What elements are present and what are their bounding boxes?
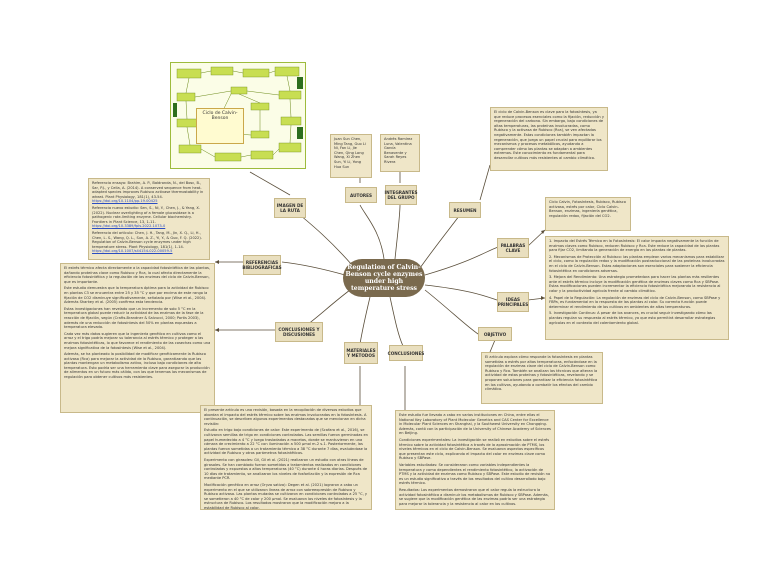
conclusiones-paragraph: Variables estudiadas: Se consideraron co… <box>399 462 551 486</box>
reference-item: Referencia del artículo: Chen, J. H., Ta… <box>92 230 202 254</box>
central-topic-node[interactable]: Regulation of Calvin-Benson cycle enzyme… <box>343 259 425 297</box>
node-ideas-principales[interactable]: IDEAS PRINCIPALES <box>497 292 529 312</box>
integrantes-text: Andrés Ramírez Luna, Valentina García Be… <box>384 137 413 164</box>
palabras-clave-box: Ciclo Calvin, Fotosíntesis, Rubisco, Rub… <box>545 197 631 231</box>
calvin-cycle-figure <box>170 62 306 169</box>
reference-link[interactable]: https://doi.org/10.1007/s44154-022-00059… <box>92 249 173 254</box>
conclusiones-paragraph: Este estudio fue llevado a cabo en varia… <box>399 413 551 436</box>
materiales-paragraph: Modificación genética en arroz (Oryza sa… <box>204 482 368 510</box>
ideas-principales-box: 1. Impacto del Estrés Térmico en la Foto… <box>545 236 729 340</box>
line-resumen <box>419 211 463 269</box>
idea-item: 3. Mejora del Rendimiento: Una estrategi… <box>549 275 721 293</box>
node-integrantes[interactable]: INTEGRANTES DEL GRUPO <box>385 185 417 205</box>
node-materiales-metodos[interactable]: MATERIALES Y METODOS <box>344 342 378 364</box>
reference-link[interactable]: https://doi.org/10.1104/pp.19.00425 <box>92 199 158 204</box>
objetivo-box: El artículo explora cómo responde la fot… <box>481 352 603 404</box>
conclusiones-paragraph: Resultados: Los experimentos demostraron… <box>399 487 549 506</box>
conc-disc-paragraph: El estrés térmico afecta directamente a … <box>64 266 211 284</box>
figure-title: Ciclo de Calvin-Benson <box>196 108 244 144</box>
line-palabras <box>424 246 499 276</box>
materiales-metodos-box: El presente artículo es una revisión, ba… <box>200 405 372 510</box>
conc-disc-paragraph: Cada vez más datos sugieren que la ingen… <box>64 331 211 350</box>
conclusiones-discusiones-box: El estrés térmico afecta directamente a … <box>60 263 215 413</box>
palabras-clave-text: Ciclo Calvin, Fotosíntesis, Rubisco, Rub… <box>549 200 626 218</box>
node-resumen[interactable]: RESUMEN <box>449 202 481 218</box>
line-autores <box>359 204 385 260</box>
referencias-box: Referencia ensayo: Brahim, A. P., Baldro… <box>88 178 210 260</box>
line-referencias <box>281 261 346 276</box>
node-imagen-ruta[interactable]: IMAGEN DE LA RUTA <box>274 198 306 218</box>
resumen-text: El ciclo de Calvin-Benson es clave para … <box>494 110 604 160</box>
conclusiones-paragraph: Condiciones experimentales: La investiga… <box>399 437 550 461</box>
line-conclusiones <box>389 296 404 347</box>
reference-link[interactable]: https://doi.org/10.3389/fpls.2022.1073-0 <box>92 224 166 229</box>
node-palabras-clave[interactable]: PALABRAS CLAVE <box>497 238 529 258</box>
line-materiales <box>359 296 371 345</box>
idea-item: 4. Papel de la Regulación: La regulación… <box>549 295 721 309</box>
reference-item: Referencia nuevo estudio: Sen, S., Ni, Y… <box>92 205 201 229</box>
line-integrantes <box>394 204 401 260</box>
materiales-paragraph: Experimento con girasoles: Gil, Gil et a… <box>204 457 368 481</box>
node-conclusiones-discusiones[interactable]: CONCLUSIONES Y DISCUSIONES <box>275 322 323 342</box>
conc-disc-paragraph: Este estudio demuestra que la temperatur… <box>64 286 209 305</box>
resumen-box: El ciclo de Calvin-Benson es clave para … <box>490 107 608 171</box>
reference-item: Referencia ensayo: Brahim, A. P., Baldro… <box>92 181 204 204</box>
node-referencias[interactable]: REFERENCIAS BIBLIOGRAFICAS <box>242 255 282 275</box>
conclusiones-box: Este estudio fue llevado a cabo en varia… <box>395 410 555 510</box>
objetivo-text: El artículo explora cómo responde la fot… <box>485 355 598 392</box>
integrantes-box: Andrés Ramírez Luna, Valentina García Be… <box>380 134 420 172</box>
idea-item: 2. Mecanismos de Protección al Rubisco: … <box>549 254 725 273</box>
node-conclusiones[interactable]: CONCLUSIONES <box>388 345 424 361</box>
autores-box: Juan Sun Chen, Ming Tang, Guo Li Ni, Fan… <box>330 134 372 178</box>
conc-disc-paragraph: Además, se ha planteado la posibilidad d… <box>64 352 210 380</box>
materiales-paragraph: Estudio en trigo bajo condiciones de cal… <box>204 428 368 456</box>
idea-item: 1. Impacto del Estrés Térmico en la Foto… <box>549 239 720 253</box>
line-imagen <box>299 214 353 266</box>
node-objetivo[interactable]: OBJETIVO <box>478 327 512 341</box>
conc-disc-paragraph: Estas investigaciones han revelado que u… <box>64 306 204 330</box>
autores-text: Juan Sun Chen, Ming Tang, Guo Li Ni, Fan… <box>334 137 366 169</box>
node-autores[interactable]: AUTORES <box>345 187 377 203</box>
line-objetivo <box>424 289 479 335</box>
materiales-paragraph: El presente artículo es una revisión, ba… <box>204 408 367 426</box>
idea-item: 5. Investigación Continua: A pesar de lo… <box>549 311 716 325</box>
line-ideas <box>424 284 498 301</box>
